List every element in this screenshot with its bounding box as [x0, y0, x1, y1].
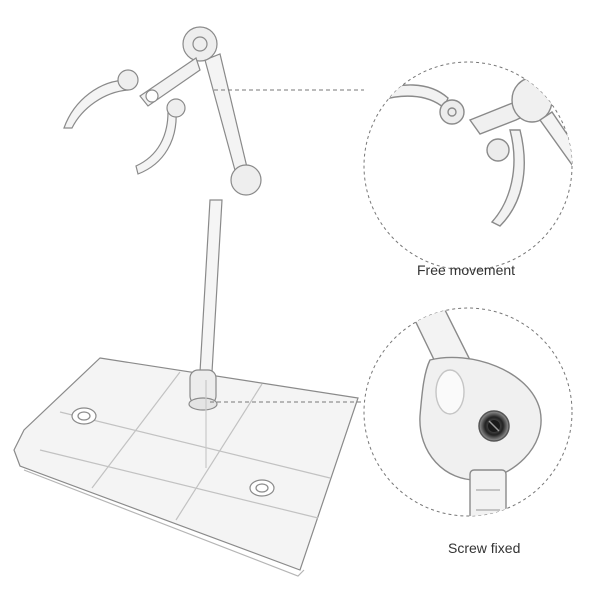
stand-base	[13, 357, 359, 577]
zoom-circle-clamp	[363, 61, 573, 271]
zoom-circle-screw	[363, 307, 573, 517]
screw-icon	[478, 410, 510, 442]
stand-arm	[139, 26, 262, 196]
caption-screw-fixed: Screw fixed	[448, 540, 521, 556]
caption-free-movement: Free movement	[417, 262, 516, 278]
stand-clamp	[63, 69, 186, 175]
callout-leaders	[210, 89, 364, 403]
stand-rod	[188, 199, 223, 468]
